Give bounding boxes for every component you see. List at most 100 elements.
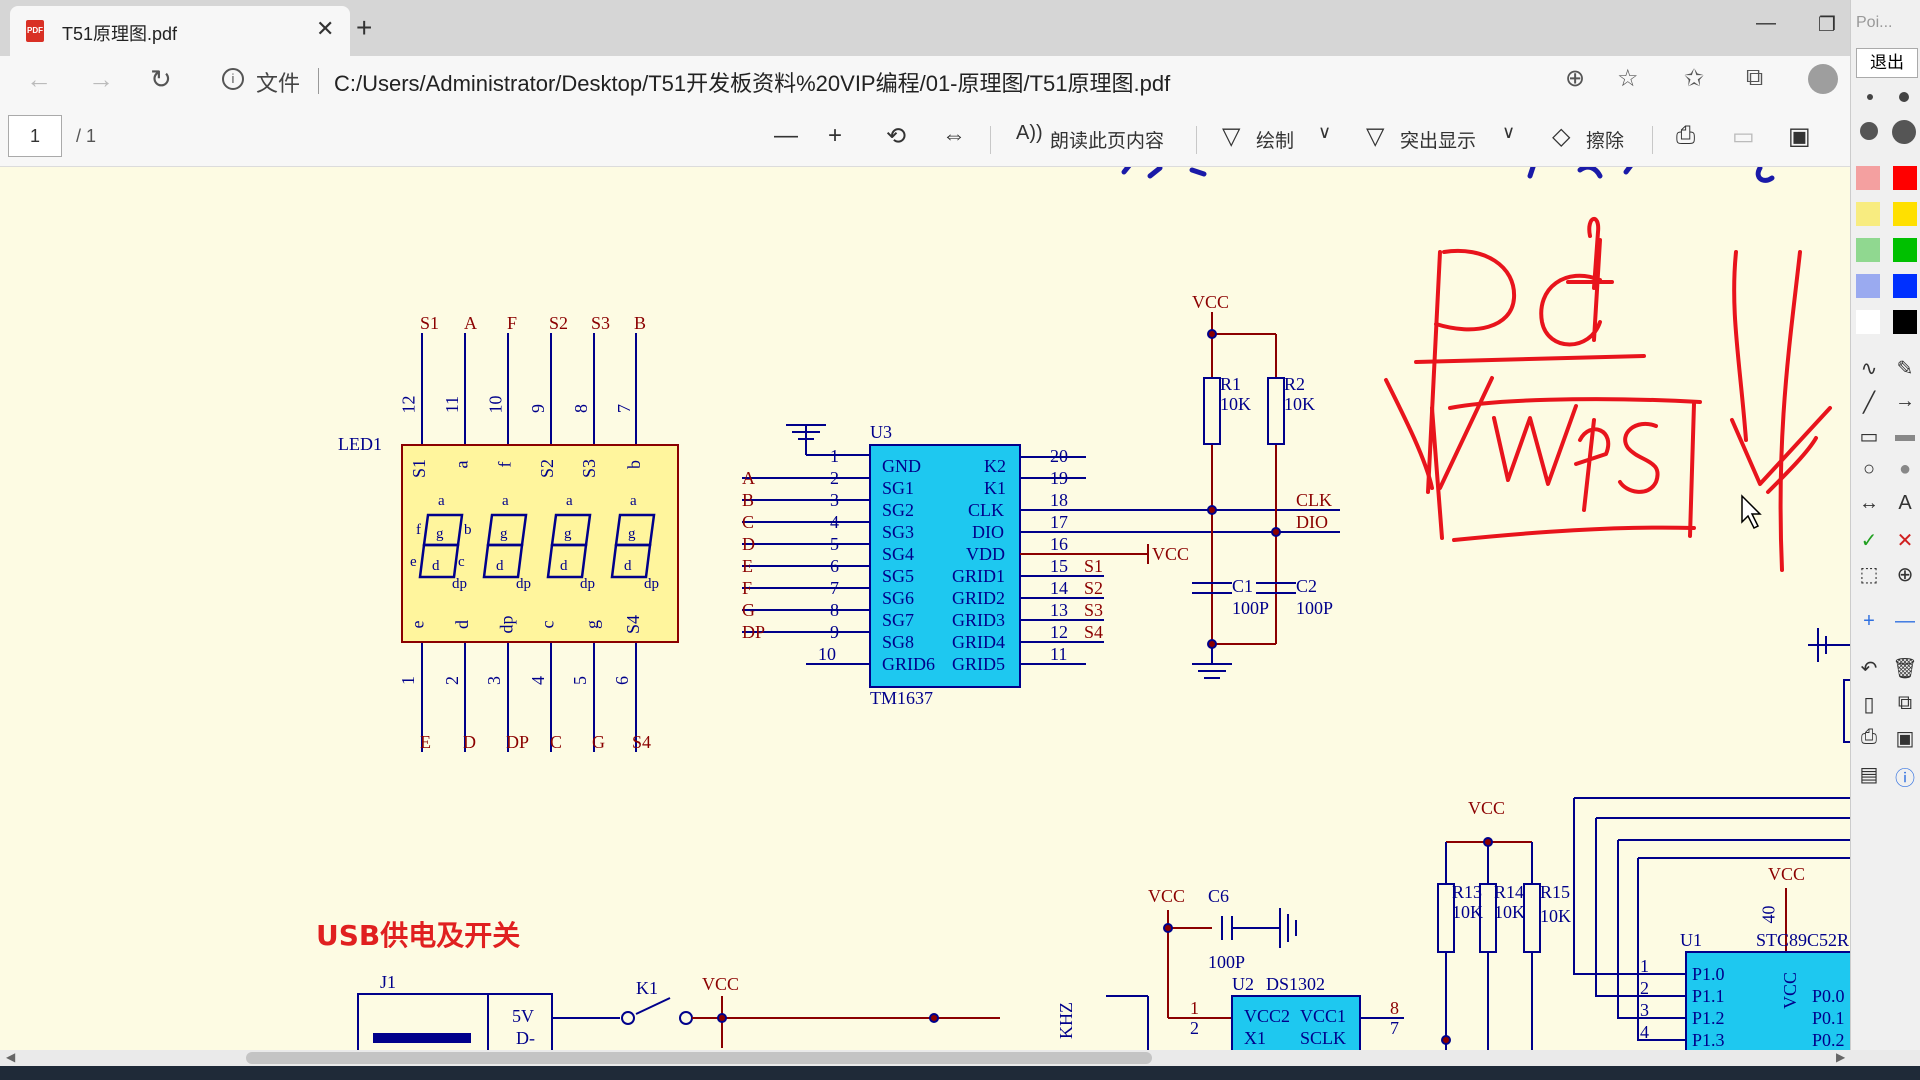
print-icon[interactable]: ⎙	[1861, 726, 1877, 748]
rectangle-tool-icon[interactable]: ▭	[1859, 426, 1879, 448]
chip-pin-label: P0.0	[1812, 986, 1845, 1006]
save-disk-icon[interactable]: ▣	[1895, 728, 1915, 750]
usb-section-heading: USB供电及开关	[316, 919, 521, 952]
pen-size-small-icon[interactable]	[1867, 94, 1873, 100]
seg-label: a	[438, 493, 445, 509]
tab-close-icon[interactable]: ✕	[316, 16, 335, 41]
print-icon[interactable]: ⎙	[1676, 122, 1696, 149]
chip-pin-label: GRID4	[952, 632, 1005, 652]
chip-ref: U2	[1232, 974, 1254, 994]
highlighter-icon[interactable]: ✎	[1896, 358, 1914, 380]
undo-icon[interactable]: ↶	[1860, 658, 1878, 680]
eraser-icon[interactable]: ◇	[1552, 123, 1571, 150]
save-icon[interactable]: ▭	[1732, 123, 1755, 150]
highlight-button[interactable]: 突出显示	[1400, 131, 1477, 152]
zoom-icon[interactable]: ⊕	[1565, 65, 1586, 92]
resistor-ref: R13	[1452, 882, 1483, 902]
erase-button[interactable]: 擦除	[1586, 131, 1625, 152]
refresh-button[interactable]: ↻	[150, 64, 172, 94]
rotate-icon[interactable]: ⟲	[886, 123, 907, 150]
exit-button[interactable]: 退出	[1856, 48, 1918, 78]
zoom-in-icon[interactable]: +	[828, 122, 843, 149]
chip-pin-number: 8	[830, 600, 839, 620]
collections-icon[interactable]: ⧉	[1746, 64, 1764, 91]
chip-pin-label: X1	[1244, 1028, 1266, 1048]
chip-pin-number: 2	[1190, 1018, 1199, 1038]
chip-pin-number: 10	[818, 644, 836, 664]
zoom-out-icon[interactable]: —	[774, 122, 798, 149]
color-swatch-light-red[interactable]	[1856, 166, 1880, 190]
read-aloud-button[interactable]: 朗读此页内容	[1050, 131, 1165, 152]
profile-avatar[interactable]	[1808, 64, 1838, 94]
led-bottom-pin-label: C	[550, 732, 563, 752]
color-swatch-light-yellow[interactable]	[1856, 202, 1880, 226]
led-top-pin-label: S1	[420, 313, 440, 333]
filled-rectangle-icon[interactable]: ▬	[1895, 424, 1915, 446]
chevron-down-icon[interactable]: ∨	[1502, 122, 1516, 142]
filled-ellipse-icon[interactable]: ●	[1898, 458, 1912, 480]
tab-active[interactable]: PDF T51原理图.pdf ✕	[10, 6, 350, 56]
net-label: VCC	[1152, 544, 1190, 564]
back-button[interactable]: ←	[26, 64, 52, 94]
net-label: D	[742, 534, 755, 554]
pen-size-large-icon[interactable]	[1860, 122, 1878, 140]
minimize-button[interactable]: —	[1756, 12, 1776, 34]
led-pin-number: 4	[528, 676, 548, 685]
led-pin-number: 2	[442, 676, 462, 685]
magnifier-icon[interactable]: ⊕	[1896, 564, 1914, 586]
url-text[interactable]: C:/Users/Administrator/Desktop/T51开发板资料%…	[334, 71, 1171, 96]
zoom-minus-icon[interactable]: —	[1895, 610, 1915, 632]
fit-page-icon[interactable]: ⇔	[942, 122, 966, 149]
color-swatch-light-blue[interactable]	[1856, 274, 1880, 298]
net-label: DP	[742, 622, 766, 642]
seg-label: e	[410, 554, 417, 570]
chip-pin-label: DIO	[972, 522, 1004, 542]
seg-label: f	[416, 522, 421, 538]
ellipse-tool-icon[interactable]: ○	[1862, 458, 1876, 480]
scrollbar-thumb[interactable]	[246, 1052, 1152, 1064]
color-swatch-yellow[interactable]	[1893, 202, 1917, 226]
line-tool-icon[interactable]: ╱	[1862, 392, 1876, 414]
scroll-right-icon[interactable]: ▶	[1836, 1050, 1846, 1064]
favorites-list-icon[interactable]: ✩	[1684, 65, 1705, 92]
double-arrow-icon[interactable]: ↔	[1859, 492, 1879, 514]
draw-button[interactable]: 绘制	[1256, 131, 1295, 152]
save-as-icon[interactable]: ▣	[1788, 123, 1811, 150]
new-tab-button[interactable]: +	[356, 12, 373, 43]
led-bottom-pin-label: DP	[506, 732, 530, 752]
color-swatch-red[interactable]	[1893, 166, 1917, 190]
pen-size-medium-icon[interactable]	[1899, 92, 1909, 102]
zoom-plus-icon[interactable]: +	[1863, 610, 1875, 632]
seg-label: dp	[452, 576, 467, 592]
pen-size-xlarge-icon[interactable]	[1892, 120, 1916, 144]
highlight-icon[interactable]: ▽	[1366, 123, 1385, 150]
info-icon[interactable]: i	[222, 68, 244, 90]
check-icon[interactable]: ✓	[1860, 530, 1878, 552]
color-swatch-green[interactable]	[1893, 238, 1917, 262]
board-icon[interactable]: ▤	[1859, 764, 1879, 786]
forward-button[interactable]: →	[88, 64, 114, 94]
color-swatch-black[interactable]	[1893, 310, 1917, 334]
color-swatch-light-green[interactable]	[1856, 238, 1880, 262]
color-swatch-white[interactable]	[1856, 310, 1880, 334]
read-aloud-icon[interactable]: A))	[1016, 122, 1043, 144]
draw-icon[interactable]: ▽	[1222, 123, 1241, 150]
led-inner-label: S1	[409, 458, 430, 479]
page-number-input[interactable]: 1	[8, 115, 62, 157]
info-icon[interactable]: ⓘ	[1895, 768, 1915, 790]
freehand-pen-icon[interactable]: ∿	[1860, 358, 1878, 380]
net-label: G	[742, 600, 755, 620]
text-tool-icon[interactable]: A	[1898, 492, 1912, 514]
crop-icon[interactable]: ⬚	[1859, 564, 1879, 586]
arrow-tool-icon[interactable]: →	[1895, 390, 1915, 412]
favorite-star-icon[interactable]: ☆	[1617, 65, 1639, 92]
copy-icon[interactable]: ⧉	[1897, 692, 1913, 714]
chevron-down-icon[interactable]: ∨	[1318, 122, 1332, 142]
scroll-left-icon[interactable]: ◀	[6, 1050, 16, 1064]
close-icon[interactable]: ✕	[1896, 530, 1914, 552]
trash-icon[interactable]: 🗑	[1892, 658, 1918, 680]
color-swatch-blue[interactable]	[1893, 274, 1917, 298]
new-page-icon[interactable]: ▯	[1863, 694, 1875, 716]
restore-button[interactable]: ❐	[1818, 14, 1836, 36]
chip-pin-label: P1.3	[1692, 1030, 1725, 1050]
